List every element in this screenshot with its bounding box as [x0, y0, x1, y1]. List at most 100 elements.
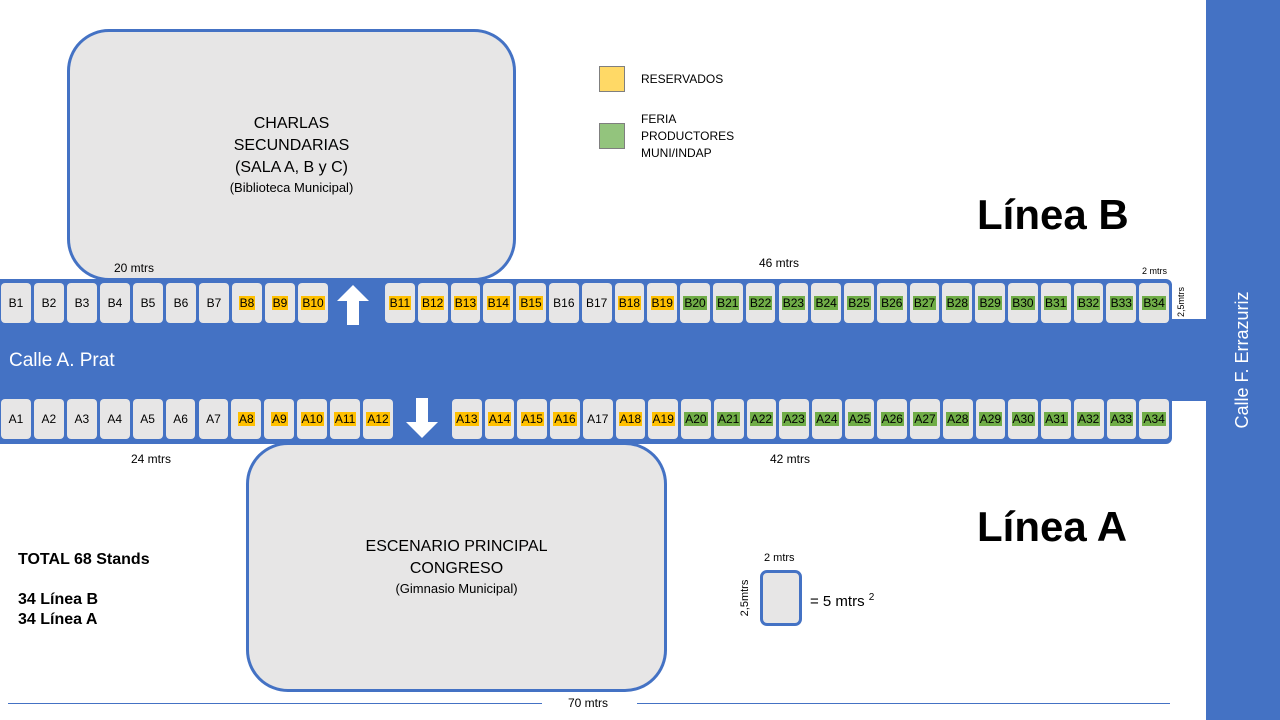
stand-b20[interactable]: B20: [680, 283, 710, 323]
stand-label: B12: [420, 296, 445, 310]
stand-a12[interactable]: A12: [363, 399, 393, 439]
stand-label: A24: [815, 412, 839, 426]
stand-b28[interactable]: B28: [942, 283, 973, 323]
stand-a27[interactable]: A27: [910, 399, 940, 439]
stand-b15[interactable]: B15: [516, 283, 546, 323]
stand-a11[interactable]: A11: [330, 399, 361, 439]
stand-b4[interactable]: B4: [100, 283, 130, 323]
stand-label: A1: [8, 412, 24, 426]
linea-a-title: Línea A: [977, 503, 1128, 550]
stand-b23[interactable]: B23: [778, 283, 809, 323]
stand-a1[interactable]: A1: [1, 399, 31, 439]
stand-a7[interactable]: A7: [198, 399, 229, 439]
stand-b14[interactable]: B14: [483, 283, 514, 323]
stand-a9[interactable]: A9: [264, 399, 295, 439]
stand-a4[interactable]: A4: [99, 399, 130, 439]
charlas-secundarias-building: CHARLAS SECUNDARIAS (SALA A, B y C) (Bib…: [67, 29, 516, 281]
stand-b17[interactable]: B17: [581, 283, 612, 323]
scale-area-label: = 5 mtrs 2: [810, 592, 874, 610]
stand-a8[interactable]: A8: [231, 399, 262, 439]
stand-a10[interactable]: A10: [297, 399, 328, 439]
measure-a-right: 42 mtrs: [770, 452, 811, 466]
stand-b19[interactable]: B19: [647, 283, 678, 323]
stand-a32[interactable]: A32: [1073, 399, 1104, 439]
stand-a34[interactable]: A34: [1139, 399, 1169, 439]
stand-b25[interactable]: B25: [844, 283, 874, 323]
stand-label: B13: [453, 296, 478, 310]
stand-a20[interactable]: A20: [681, 399, 711, 439]
stand-b18[interactable]: B18: [614, 283, 645, 323]
stand-a22[interactable]: A22: [746, 399, 777, 439]
charlas-subtitle: (Biblioteca Municipal): [229, 180, 354, 195]
stand-b24[interactable]: B24: [811, 283, 842, 323]
up-arrow-icon: [337, 285, 369, 325]
stand-label: A32: [1076, 412, 1101, 426]
stand-label: A34: [1142, 412, 1166, 426]
stand-b31[interactable]: B31: [1040, 283, 1071, 323]
stand-b33[interactable]: B33: [1106, 283, 1137, 323]
scale-stand-sample: [760, 570, 802, 626]
stand-b9[interactable]: B9: [265, 283, 295, 323]
scale-width-label: 2 mtrs: [764, 552, 795, 564]
stand-a30[interactable]: A30: [1008, 399, 1039, 439]
stand-b5[interactable]: B5: [133, 283, 163, 323]
escenario-title: ESCENARIO PRINCIPAL CONGRESO: [365, 538, 548, 577]
stand-label: A12: [366, 412, 390, 426]
stand-a31[interactable]: A31: [1041, 399, 1071, 439]
stand-b8[interactable]: B8: [232, 283, 262, 323]
stand-a26[interactable]: A26: [877, 399, 908, 439]
stand-a23[interactable]: A23: [779, 399, 809, 439]
stand-label: A5: [140, 412, 155, 426]
stand-label: B28: [945, 296, 970, 310]
stand-a14[interactable]: A14: [484, 399, 515, 439]
stand-b13[interactable]: B13: [450, 283, 481, 323]
stand-b34[interactable]: B34: [1139, 283, 1169, 323]
stand-b26[interactable]: B26: [876, 283, 907, 323]
stand-label: B4: [107, 296, 123, 310]
stand-b16[interactable]: B16: [548, 283, 579, 323]
stand-a18[interactable]: A18: [615, 399, 646, 439]
stand-b11[interactable]: B11: [385, 283, 415, 323]
stand-label: A20: [684, 412, 708, 426]
stand-a2[interactable]: A2: [33, 399, 64, 439]
stand-a15[interactable]: A15: [517, 399, 548, 439]
stand-label: A9: [270, 412, 288, 426]
stand-a29[interactable]: A29: [975, 399, 1006, 439]
stand-label: B10: [301, 296, 325, 310]
stand-b30[interactable]: B30: [1008, 283, 1038, 323]
street-errazuriz-label: Calle F. Errazuriz: [1232, 291, 1252, 429]
stand-b12[interactable]: B12: [417, 283, 448, 323]
stand-a25[interactable]: A25: [844, 399, 875, 439]
stand-b21[interactable]: B21: [712, 283, 743, 323]
stand-a13[interactable]: A13: [452, 399, 482, 439]
stand-a33[interactable]: A33: [1106, 399, 1137, 439]
stand-b22[interactable]: B22: [745, 283, 776, 323]
stand-label: B24: [814, 296, 838, 310]
stand-b27[interactable]: B27: [909, 283, 940, 323]
stand-label: B17: [585, 296, 608, 310]
stand-b10[interactable]: B10: [298, 283, 328, 323]
stand-label: B19: [650, 296, 674, 310]
stand-b3[interactable]: B3: [67, 283, 97, 323]
stand-a3[interactable]: A3: [66, 399, 97, 439]
stand-label: A30: [1011, 412, 1035, 426]
stand-b29[interactable]: B29: [975, 283, 1006, 323]
stand-a21[interactable]: A21: [713, 399, 744, 439]
measure-b-height: 2,5mtrs: [1176, 287, 1186, 318]
stand-b2[interactable]: B2: [34, 283, 64, 323]
stand-label: B25: [847, 296, 871, 310]
stand-b6[interactable]: B6: [166, 283, 196, 323]
stand-label: B15: [519, 296, 543, 310]
stand-b32[interactable]: B32: [1073, 283, 1104, 323]
stand-a5[interactable]: A5: [132, 399, 163, 439]
stand-a16[interactable]: A16: [550, 399, 580, 439]
stand-a17[interactable]: A17: [582, 399, 613, 439]
stand-a19[interactable]: A19: [648, 399, 679, 439]
stand-label: B9: [271, 296, 289, 310]
stand-label: B34: [1142, 296, 1166, 310]
stand-a6[interactable]: A6: [165, 399, 196, 439]
stand-a24[interactable]: A24: [812, 399, 842, 439]
stand-a28[interactable]: A28: [942, 399, 973, 439]
stand-b1[interactable]: B1: [1, 283, 31, 323]
stand-b7[interactable]: B7: [199, 283, 229, 323]
